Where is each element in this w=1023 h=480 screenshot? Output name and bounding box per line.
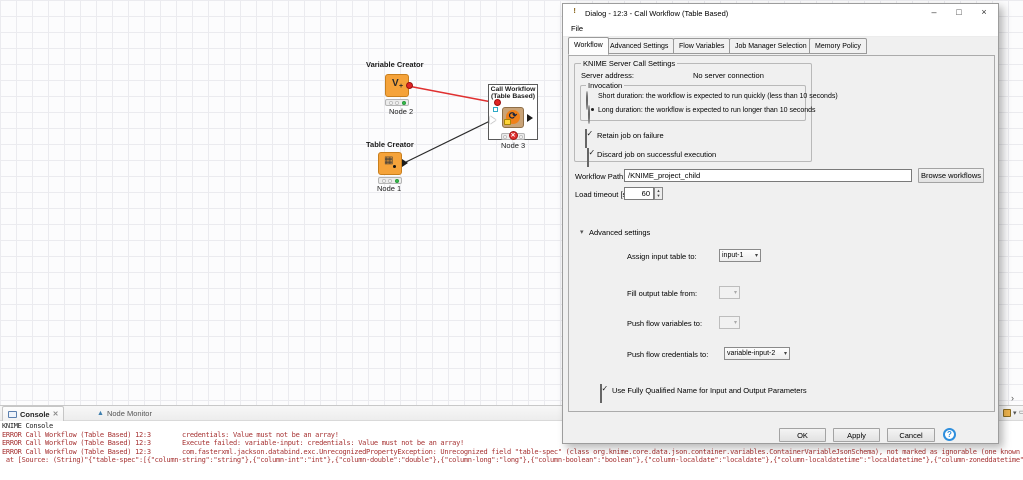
tab-memory-policy[interactable]: Memory Policy: [809, 38, 867, 54]
call-workflow-dialog: Dialog - 12:3 - Call Workflow (Table Bas…: [562, 3, 999, 444]
node1-output-port[interactable]: [402, 159, 408, 167]
minimize-icon[interactable]: –: [931, 7, 937, 17]
node3-output-port[interactable]: [527, 114, 533, 122]
workflow-tab-panel: KNIME Server Call Settings Server addres…: [568, 55, 995, 412]
push-credentials-combo[interactable]: variable-input-2 ▾: [724, 347, 790, 360]
node2-variable-creator[interactable]: V +: [385, 74, 409, 97]
node3-square-port[interactable]: [493, 107, 498, 112]
radio-short-duration[interactable]: [586, 91, 588, 110]
tab-advanced-settings[interactable]: Advanced Settings: [604, 38, 675, 54]
node-monitor-icon: ▲: [97, 410, 104, 417]
cancel-button[interactable]: Cancel: [887, 428, 935, 442]
error-x-icon: ✕: [508, 131, 518, 140]
load-timeout-label: Load timeout [s]:: [575, 190, 631, 199]
node2-name: Node 2: [389, 107, 414, 116]
console-error-line: ERROR Call Workflow (Table Based) 12:3 c…: [2, 448, 1023, 456]
load-timeout-input[interactable]: 60: [624, 187, 654, 200]
maximize-icon[interactable]: □: [956, 7, 962, 17]
chevron-icon[interactable]: ›: [1011, 393, 1014, 403]
node2-traffic-light: [385, 99, 409, 106]
invocation-group: Invocation Short duration: the workflow …: [580, 81, 838, 124]
assign-input-combo[interactable]: input-1 ▾: [719, 249, 761, 262]
radio-long-duration[interactable]: [588, 105, 590, 124]
node3-title-line1: Call Workflow: [490, 86, 536, 93]
push-credentials-label: Push flow credentials to:: [627, 350, 709, 359]
node3-traffic-light: ✕: [501, 131, 525, 140]
server-address-value: No server connection: [693, 71, 764, 80]
lock-icon: [504, 119, 511, 125]
dialog-tabbar: Workflow Advanced Settings Flow Variable…: [563, 37, 1000, 55]
node3-input-port[interactable]: [490, 116, 496, 124]
push-variables-combo: ▾: [719, 316, 740, 329]
chevron-down-icon: ▾: [733, 290, 737, 296]
chevron-down-icon: ▾: [733, 320, 737, 326]
node2-output-port[interactable]: [406, 82, 413, 89]
close-icon[interactable]: ✕: [52, 411, 59, 418]
node1-title: Table Creator: [366, 140, 414, 149]
workflow-path-input[interactable]: /KNIME_project_child: [624, 169, 912, 182]
dialog-title: Dialog - 12:3 - Call Workflow (Table Bas…: [585, 9, 729, 18]
console-icon: [8, 410, 17, 418]
node3-call-workflow[interactable]: Call Workflow (Table Based) ⟳ ✕: [488, 84, 538, 140]
fqn-checkbox[interactable]: [600, 384, 602, 403]
dialog-menubar: File: [563, 21, 998, 37]
chevron-down-icon: ▾: [754, 253, 758, 259]
tab-job-manager-selection[interactable]: Job Manager Selection: [729, 38, 813, 54]
load-timeout-spinner[interactable]: ▲ ▼: [654, 187, 663, 200]
tab-workflow[interactable]: Workflow: [568, 37, 609, 55]
node3-title-line2: (Table Based): [490, 93, 536, 100]
apply-button[interactable]: Apply: [833, 428, 880, 442]
server-call-settings-group: KNIME Server Call Settings Server addres…: [574, 59, 838, 167]
node2-title: Variable Creator: [366, 60, 424, 69]
fill-output-combo: ▾: [719, 286, 740, 299]
tab-console[interactable]: Console ✕: [2, 406, 65, 421]
discard-job-checkbox[interactable]: [587, 148, 589, 167]
node1-traffic-light: [378, 177, 402, 184]
node1-table-creator[interactable]: ▦: [378, 152, 402, 175]
console-error-line: ERROR Call Workflow (Table Based) 12:3 E…: [2, 439, 464, 447]
console-error-line: at [Source: (String)"{"table-spec":[{"co…: [2, 456, 1023, 464]
spinner-up-icon[interactable]: ▲: [656, 188, 661, 193]
ok-button[interactable]: OK: [779, 428, 826, 442]
workflow-path-label: Workflow Path:: [575, 172, 626, 181]
node1-name: Node 1: [377, 184, 402, 193]
advanced-settings-header[interactable]: Advanced settings: [589, 228, 651, 237]
table-dot-icon: [393, 165, 396, 168]
plus-icon: +: [399, 83, 404, 90]
chevron-down-icon: ▾: [783, 351, 787, 357]
node3-icon: ⟳: [502, 107, 524, 128]
variable-icon: V: [392, 78, 399, 89]
tab-flow-variables[interactable]: Flow Variables: [673, 38, 731, 54]
dialog-titlebar[interactable]: Dialog - 12:3 - Call Workflow (Table Bas…: [563, 4, 998, 34]
spinner-down-icon[interactable]: ▼: [656, 193, 661, 198]
retain-job-checkbox[interactable]: [585, 129, 587, 148]
assign-input-label: Assign input table to:: [627, 252, 697, 261]
minimize-view-icon[interactable]: ▭: [1019, 409, 1023, 416]
node3-flowvar-port[interactable]: [494, 99, 501, 106]
table-grid-icon: ▦: [384, 155, 394, 166]
browse-workflows-button[interactable]: Browse workflows: [918, 168, 984, 183]
node3-name: Node 3: [501, 141, 526, 150]
console-toolbar-icon[interactable]: [1003, 409, 1011, 417]
console-title: KNIME Console: [2, 422, 53, 430]
close-icon[interactable]: ×: [981, 7, 987, 17]
help-button[interactable]: ?: [943, 428, 956, 441]
twistie-icon[interactable]: ▾: [580, 229, 584, 236]
fill-output-label: Fill output table from:: [627, 289, 698, 298]
menu-file[interactable]: File: [571, 24, 584, 33]
flow-variable-connection: [407, 85, 498, 104]
server-address-label: Server address:: [581, 71, 634, 80]
table-connection: [403, 119, 493, 164]
push-variables-label: Push flow variables to:: [627, 319, 703, 328]
tab-node-monitor[interactable]: ▲ Node Monitor: [97, 409, 152, 418]
view-menu-icon[interactable]: ▾: [1013, 410, 1017, 417]
console-error-line: ERROR Call Workflow (Table Based) 12:3 c…: [2, 431, 339, 439]
